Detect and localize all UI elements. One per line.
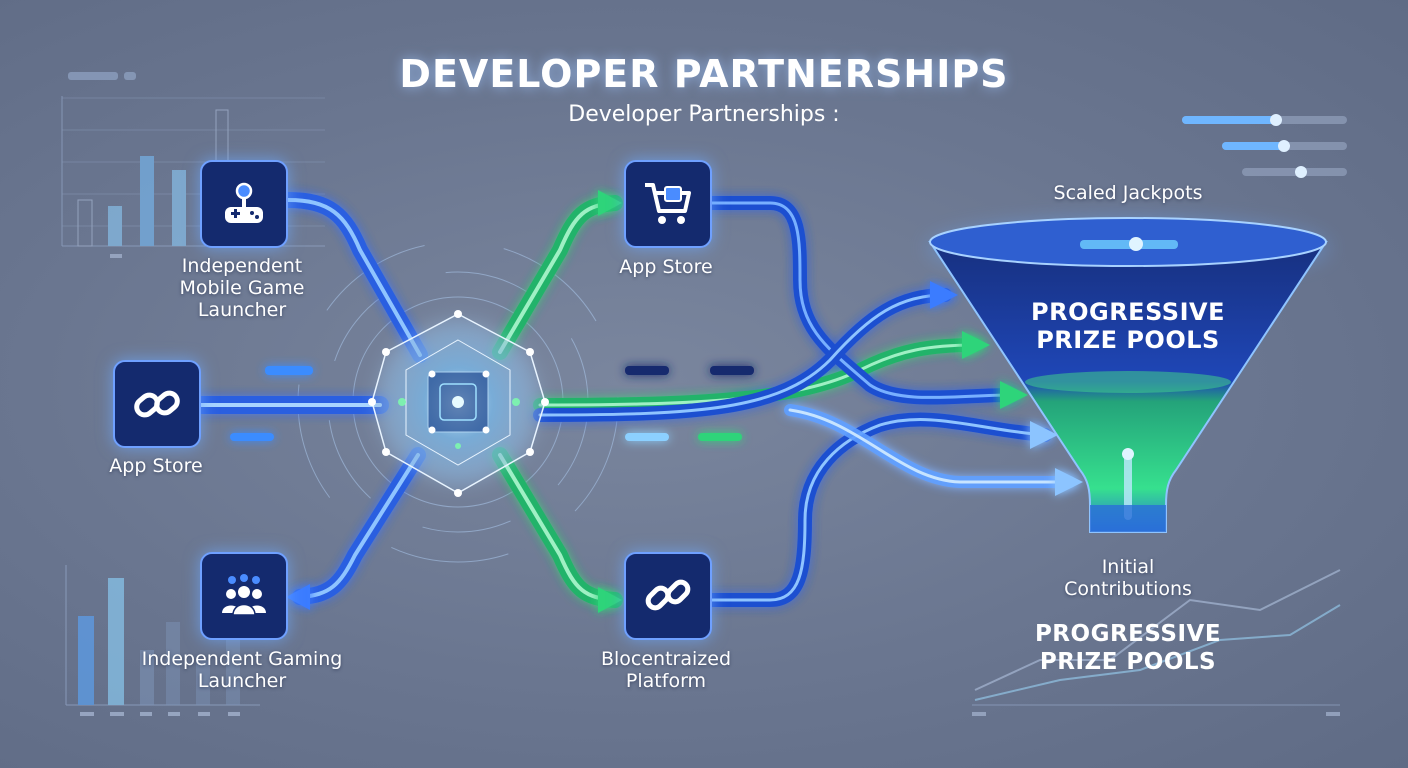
node-platform[interactable] (624, 552, 712, 640)
chain-link-icon (645, 579, 691, 611)
arrow-to-gaming-launcher (286, 584, 310, 610)
node-mobile-game-launcher-label: Independent Mobile Game Launcher (179, 255, 305, 321)
node-gaming-launcher-label: Independent Gaming Launcher (141, 648, 343, 692)
arrow-to-app-store (598, 190, 622, 216)
link-icon (134, 390, 180, 418)
arrow-funnel-green (962, 331, 990, 359)
funnel-top-label: Scaled Jackpots (1053, 182, 1203, 204)
page-subtitle: Developer Partnerships : (568, 102, 840, 127)
node-platform-label: Blocentraized Platform (600, 648, 732, 692)
node-gaming-launcher[interactable] (200, 552, 288, 640)
node-app-store-top[interactable] (624, 160, 712, 248)
node-app-store-top-label: App Store (619, 256, 713, 278)
gamepad-joystick-icon (225, 182, 263, 223)
background-chart-bottom-left (65, 565, 260, 716)
node-app-store-left[interactable] (113, 360, 201, 448)
funnel-bottom-label: Initial Contributions (1064, 556, 1192, 600)
funnel-inner-label: PROGRESSIVE PRIZE POOLS (1031, 298, 1225, 354)
node-app-store-left-label: App Store (109, 455, 203, 477)
arrow-to-platform (598, 587, 622, 613)
arrow-funnel-bottom (1055, 468, 1083, 496)
users-group-icon (222, 574, 266, 616)
arrow-funnel-mid (1000, 381, 1028, 409)
background-sliders-top-right (1182, 114, 1347, 178)
shopping-cart-icon (645, 183, 691, 224)
funnel-footer-label: PROGRESSIVE PRIZE POOLS (1034, 621, 1222, 675)
prize-pool-funnel (928, 217, 1328, 533)
stream-arrowheads (286, 190, 1083, 613)
stream-dash-indicators (230, 366, 754, 441)
central-hub (368, 310, 549, 497)
arrow-funnel-lower (1030, 421, 1058, 449)
background-line-chart-bottom-right (972, 569, 1341, 716)
arrow-funnel-top (930, 281, 958, 309)
node-mobile-game-launcher[interactable] (200, 160, 288, 248)
page-title: DEVELOPER PARTNERSHIPS (399, 52, 1009, 96)
